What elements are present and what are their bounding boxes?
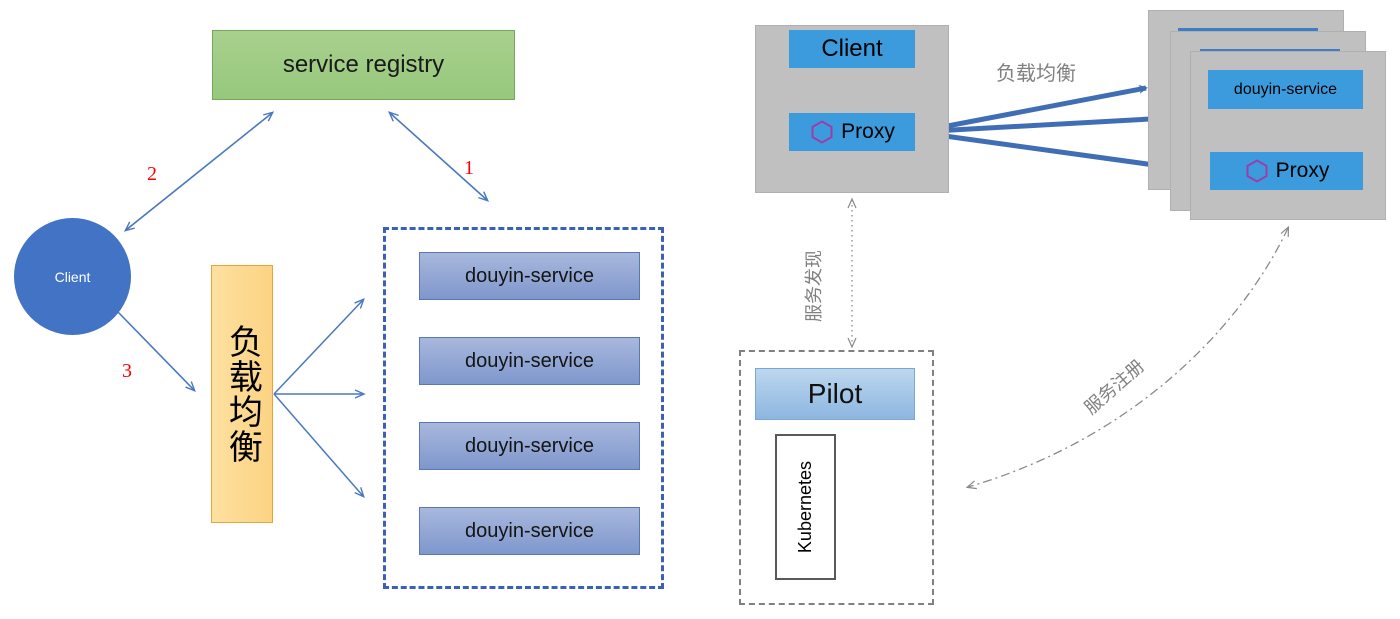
edge-lb-to-pod-1 <box>915 84 1148 135</box>
client-label: Client <box>54 268 91 285</box>
pilot-node[interactable]: Pilot <box>755 368 915 420</box>
load-balancer-node[interactable]: 负载均衡 <box>211 265 273 523</box>
hexagon-icon <box>1246 159 1268 183</box>
service-pod-app-label: douyin-service <box>1233 80 1338 98</box>
hexagon-icon <box>811 120 833 144</box>
douyin-service-instance-3[interactable]: douyin-service <box>419 422 640 470</box>
client-pod-app[interactable]: Client <box>789 30 915 68</box>
douyin-service-label: douyin-service <box>465 434 594 457</box>
label-service-registration: 服务注册 <box>1080 355 1149 419</box>
kubernetes-label: Kubernetes <box>795 460 815 554</box>
label-load-balance: 负载均衡 <box>996 61 1076 85</box>
service-registry-node[interactable]: service registry <box>212 30 515 100</box>
service-registry-label: service registry <box>282 51 445 78</box>
douyin-service-label: douyin-service <box>465 519 594 542</box>
service-cluster-boundary <box>383 227 664 589</box>
step-number-3: 3 <box>122 360 132 382</box>
edge-lb-fanout-down <box>273 393 365 499</box>
service-pod-proxy[interactable]: Proxy <box>1210 152 1363 190</box>
douyin-service-instance-4[interactable]: douyin-service <box>419 507 640 555</box>
client-pod-app-label: Client <box>821 35 883 62</box>
load-balancer-label: 负载均衡 <box>223 324 262 464</box>
douyin-service-label: douyin-service <box>465 264 594 287</box>
service-pod-card-back-accent <box>1178 28 1318 31</box>
service-pod-proxy-label: Proxy <box>1275 159 1330 182</box>
client-pod-proxy-label: Proxy <box>841 120 895 143</box>
label-service-discovery: 服务发现 <box>804 250 825 322</box>
kubernetes-node[interactable]: Kubernetes <box>775 434 836 580</box>
service-pod-app[interactable]: douyin-service <box>1208 70 1363 109</box>
edge-lb-fanout-up <box>273 298 365 395</box>
control-plane-boundary <box>739 350 934 605</box>
douyin-service-instance-1[interactable]: douyin-service <box>419 252 640 300</box>
step-number-1: 1 <box>464 157 474 179</box>
client-pod-proxy[interactable]: Proxy <box>789 113 915 151</box>
douyin-service-instance-2[interactable]: douyin-service <box>419 337 640 385</box>
douyin-service-label: douyin-service <box>465 349 594 372</box>
edge-lb-to-pod-2 <box>915 113 1170 135</box>
pilot-label: Pilot <box>807 378 863 409</box>
client-node[interactable]: Client <box>14 218 131 335</box>
service-pod-card-middle-accent <box>1200 49 1340 52</box>
step-number-2: 2 <box>147 163 157 185</box>
